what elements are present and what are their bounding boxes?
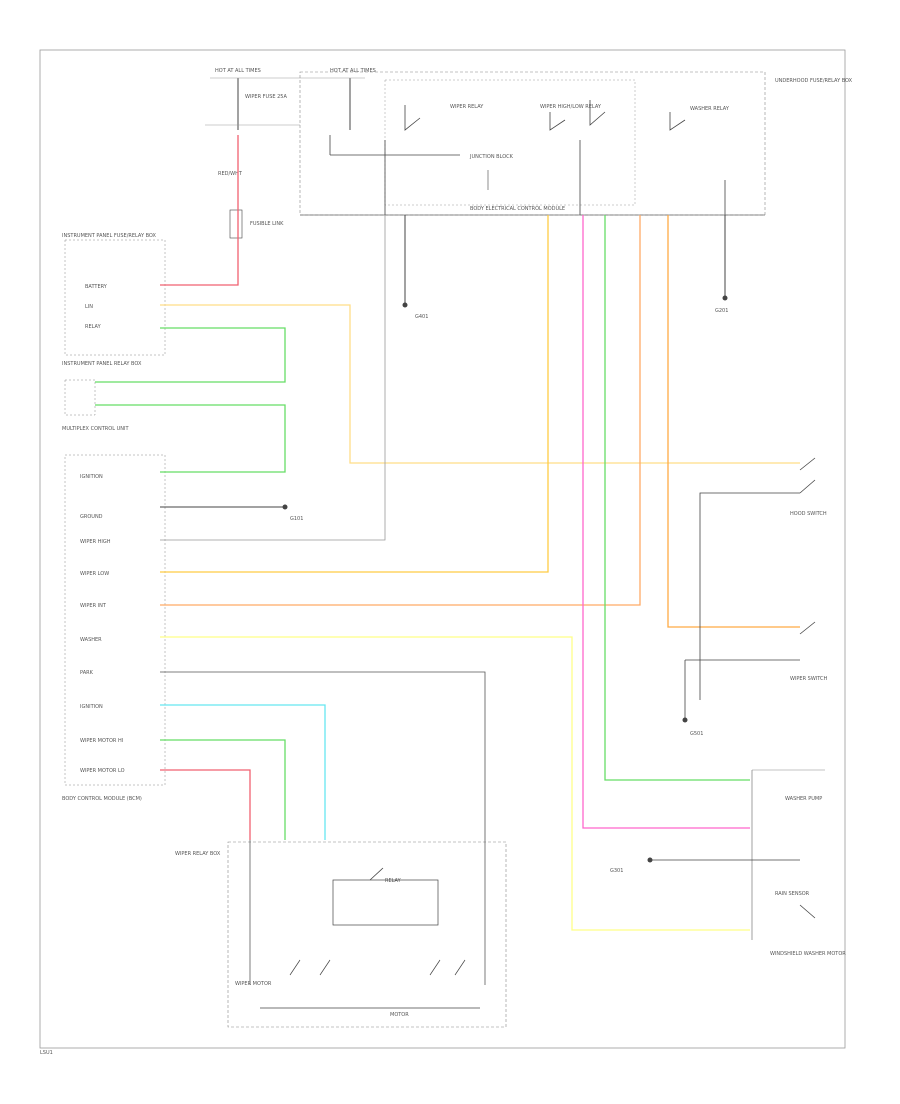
hot-at-all-times-2: HOT AT ALL TIMES xyxy=(330,68,376,74)
bcm-pin-motor-lo: WIPER MOTOR LO xyxy=(80,768,125,774)
fuse-box-outline xyxy=(299,71,766,216)
wiper-switch-right-label: WIPER SWITCH xyxy=(790,676,828,682)
junction-block-label: JUNCTION BLOCK xyxy=(469,154,514,160)
multiplex-label: MULTIPLEX CONTROL UNIT xyxy=(62,426,129,432)
bcm-pin-int: WIPER INT xyxy=(80,603,107,609)
wire-gray xyxy=(160,215,386,541)
washer-relay-label: WASHER RELAY xyxy=(690,106,730,112)
diagram-frame xyxy=(39,49,846,1049)
underhood-fuse-box-label: UNDERHOOD FUSE/RELAY BOX xyxy=(775,78,853,84)
ground-g301: G301 xyxy=(610,868,623,874)
rain-sensor-label: RAIN SENSOR xyxy=(775,891,810,897)
bcm-pin-hi: WIPER HIGH xyxy=(80,539,111,545)
ground-g201: G201 xyxy=(715,308,728,314)
high-low-relay-label: WIPER HIGH/LOW RELAY xyxy=(540,104,602,110)
wire-orange-right xyxy=(667,215,800,628)
bcm-pin-washer: WASHER xyxy=(80,637,102,643)
bcm-pin-ignition-2: IGNITION xyxy=(80,704,103,710)
wire-green-loop-1 xyxy=(95,327,286,383)
hood-switch-label: HOOD SWITCH xyxy=(790,511,827,517)
wiper-relay-box-label: WIPER RELAY BOX xyxy=(175,851,221,857)
wire-black-park xyxy=(160,671,486,840)
relay-block-outline xyxy=(384,79,636,206)
wiper-fuse-label: WIPER FUSE 25A xyxy=(245,94,287,100)
ip-relay-box-label: INSTRUMENT PANEL RELAY BOX xyxy=(62,361,142,367)
wire-yellow-washer xyxy=(160,636,750,931)
wiper-motor-block: WIPER RELAY BOX RELAY MOTOR WIPER MOTOR xyxy=(175,840,507,1028)
fusible-link xyxy=(229,209,243,239)
bcm-block: IGNITION GROUND WIPER HIGH WIPER LOW WIP… xyxy=(62,454,166,802)
ground-g101: G101 xyxy=(290,516,303,522)
bcm-pin-lo: WIPER LOW xyxy=(80,571,109,577)
instrument-panel-box: INSTRUMENT PANEL FUSE/RELAY BOX BATTERY … xyxy=(62,233,166,432)
wire-orange-lo xyxy=(160,215,641,606)
relay-pin: RELAY xyxy=(85,324,102,330)
wire-yellow-hi xyxy=(160,215,549,573)
wire-red-lower xyxy=(160,769,251,840)
body-ecu-label: BODY ELECTRICAL CONTROL MODULE xyxy=(470,206,565,212)
wire-cyan xyxy=(160,704,326,840)
ground-g401: G401 xyxy=(415,314,428,320)
hot-at-all-times-1: HOT AT ALL TIMES xyxy=(215,68,261,74)
washer-pump-block: WASHER PUMP G301 RAIN SENSOR WINDSHIELD … xyxy=(610,769,846,957)
bcm-pin-park: PARK xyxy=(80,670,94,676)
motor-label: MOTOR xyxy=(390,1012,409,1018)
footer-code: LSU1 xyxy=(40,1050,53,1056)
underhood-fuse-box: HOT AT ALL TIMES HOT AT ALL TIMES UNDERH… xyxy=(205,68,853,216)
battery-pin: BATTERY xyxy=(85,284,108,290)
wire-green-loop-2 xyxy=(95,404,286,473)
wire-green-long xyxy=(604,215,750,781)
wire-green-lower xyxy=(160,739,286,840)
wire-pink xyxy=(582,215,750,829)
lin-pin: LIN xyxy=(85,304,93,310)
bcm-pin-ignition-1: IGNITION xyxy=(80,474,103,480)
ground-g501: G501 xyxy=(690,731,703,737)
washer-pump-label: WASHER PUMP xyxy=(785,796,822,802)
wire-yellow-top xyxy=(160,304,800,464)
fusible-link-label: FUSIBLE LINK xyxy=(250,221,284,227)
ip-relay-box-title: INSTRUMENT PANEL FUSE/RELAY BOX xyxy=(62,233,157,239)
washer-motor-label: WINDSHIELD WASHER MOTOR xyxy=(770,951,846,957)
wiper-relay-label: WIPER RELAY xyxy=(450,104,484,110)
relay-switch-label: RELAY xyxy=(385,878,402,884)
wire-red-battery xyxy=(160,135,239,286)
wire-red-label: RED/WHT xyxy=(218,171,243,177)
right-wiper-switch: HOOD SWITCH G501 WIPER SWITCH xyxy=(682,457,828,737)
wiper-motor-label: WIPER MOTOR xyxy=(235,981,272,987)
bcm-footer-label: BODY CONTROL MODULE (BCM) xyxy=(62,796,142,802)
bcm-pin-ground: GROUND xyxy=(80,514,103,520)
bcm-pin-motor-hi: WIPER MOTOR HI xyxy=(80,738,123,744)
